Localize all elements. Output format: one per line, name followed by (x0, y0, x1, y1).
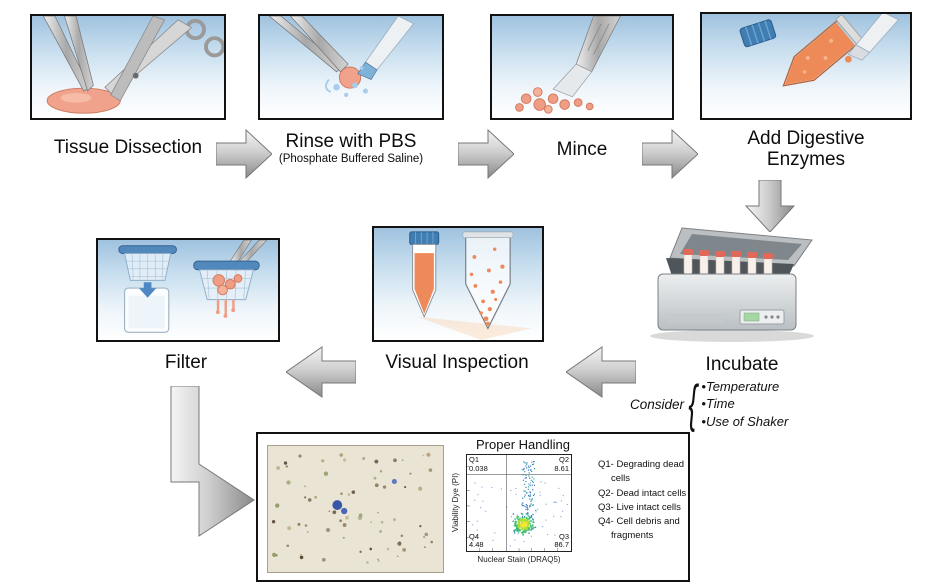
consider-items: •Temperature •Time •Use of Shaker (701, 378, 788, 429)
consider-label: Consider (630, 396, 685, 412)
consider-item-time: •Time (701, 396, 735, 412)
flow-plot-area: Q1 0.038 Q2 8.61 Q4 4.48 Q3 86.7 (466, 454, 572, 552)
arrow-incubate-to-inspection (566, 346, 636, 398)
quadrant-label-q2: Q2 8.61 (554, 455, 569, 473)
q4-name: Q4 (469, 531, 480, 541)
flow-plot-dots (467, 455, 571, 551)
arrow-filter-to-results (170, 386, 255, 537)
q3-name: Q3 (558, 531, 569, 541)
step-label-incubate: Incubate (705, 354, 779, 375)
rinse-pbs-main-label: Rinse with PBS (285, 131, 417, 152)
legend-item-q1: Q1- Degrading dead cells (598, 459, 685, 485)
q2-value: 8.61 (554, 463, 569, 473)
legend-item-q4: Q4- Cell debris and fragments (598, 516, 680, 542)
quadrant-label-q3: Q3 86.7 (554, 531, 569, 550)
legend-item-q2: Q2- Dead intact cells (598, 487, 687, 499)
plot-y-axis-label: Viability Dye (PI) (451, 473, 460, 533)
panel-results: Proper Handling Viability Dye (PI) (256, 432, 690, 582)
panel-filter (96, 238, 280, 342)
cell-particles (469, 247, 505, 326)
axis-ticks (467, 466, 558, 551)
step-label-filter: Filter (164, 352, 208, 373)
scissors-forceps-tissue-illustration (42, 16, 224, 114)
consider-note: Consider { •Temperature •Time •Use of Sh… (630, 378, 882, 430)
arrow-inspection-to-filter (286, 346, 356, 398)
tubes-inspection-illustration (409, 231, 532, 340)
q1-value: 0.038 (469, 463, 488, 473)
flow-cytometry-plot: Viability Dye (PI) Q1 (450, 452, 596, 580)
step-label-add-enzymes: Add Digestive Enzymes (747, 128, 865, 171)
panel-add-enzymes (700, 12, 912, 120)
forceps-dropper-rinse-illustration (268, 16, 415, 98)
panel-visual-inspection (372, 226, 544, 342)
panel-rinse-pbs (258, 14, 444, 120)
consider-item-shaker: •Use of Shaker (701, 413, 789, 429)
tube-enzymes-dropper-illustration (739, 14, 900, 87)
q3-value: 86.7 (554, 540, 569, 550)
legend-item-q3: Q3- Live intact cells (598, 501, 681, 513)
arrow-rinse-to-mince (458, 128, 514, 180)
step-label-rinse-pbs: Rinse with PBS (Phosphate Buffered Salin… (238, 131, 464, 166)
plot-x-axis-label: Nuclear Stain (DRAQ5) (477, 555, 561, 564)
dissociated-cells-micrograph (271, 452, 433, 564)
micrograph-image (267, 445, 444, 573)
step-label-visual-inspection: Visual Inspection (385, 352, 529, 373)
q1-name: Q1 (469, 455, 480, 464)
plot-title: Proper Handling (476, 437, 570, 452)
panel-mince (490, 14, 674, 120)
cell-strainer-illustration (118, 240, 268, 333)
step-label-mince: Mince (556, 139, 608, 160)
scalpel-minced-tissue-illustration (515, 16, 621, 114)
incubator-illustration (650, 227, 814, 342)
quadrant-label-q1: Q1 0.038 (469, 455, 488, 473)
step-label-tissue-dissection: Tissue Dissection (53, 137, 203, 158)
panel-tissue-dissection (30, 14, 226, 120)
quadrant-legend: Q1- Degrading dead cells Q2- Dead intact… (598, 458, 688, 544)
q2-name: Q2 (558, 455, 569, 464)
quadrant-label-q4: Q4 4.48 (469, 531, 484, 550)
arrow-dissection-to-rinse (216, 128, 272, 180)
incubator-tubes (683, 249, 773, 279)
arrow-mince-to-enzymes (642, 128, 698, 180)
mesh-lines-left (126, 254, 169, 280)
consider-item-temperature: •Temperature (701, 379, 780, 395)
arrow-enzymes-to-incubate (744, 180, 796, 232)
rinse-pbs-sublabel: (Phosphate Buffered Saline) (278, 153, 424, 166)
q4-value: 4.48 (469, 540, 484, 550)
consider-brace: { (688, 375, 698, 433)
